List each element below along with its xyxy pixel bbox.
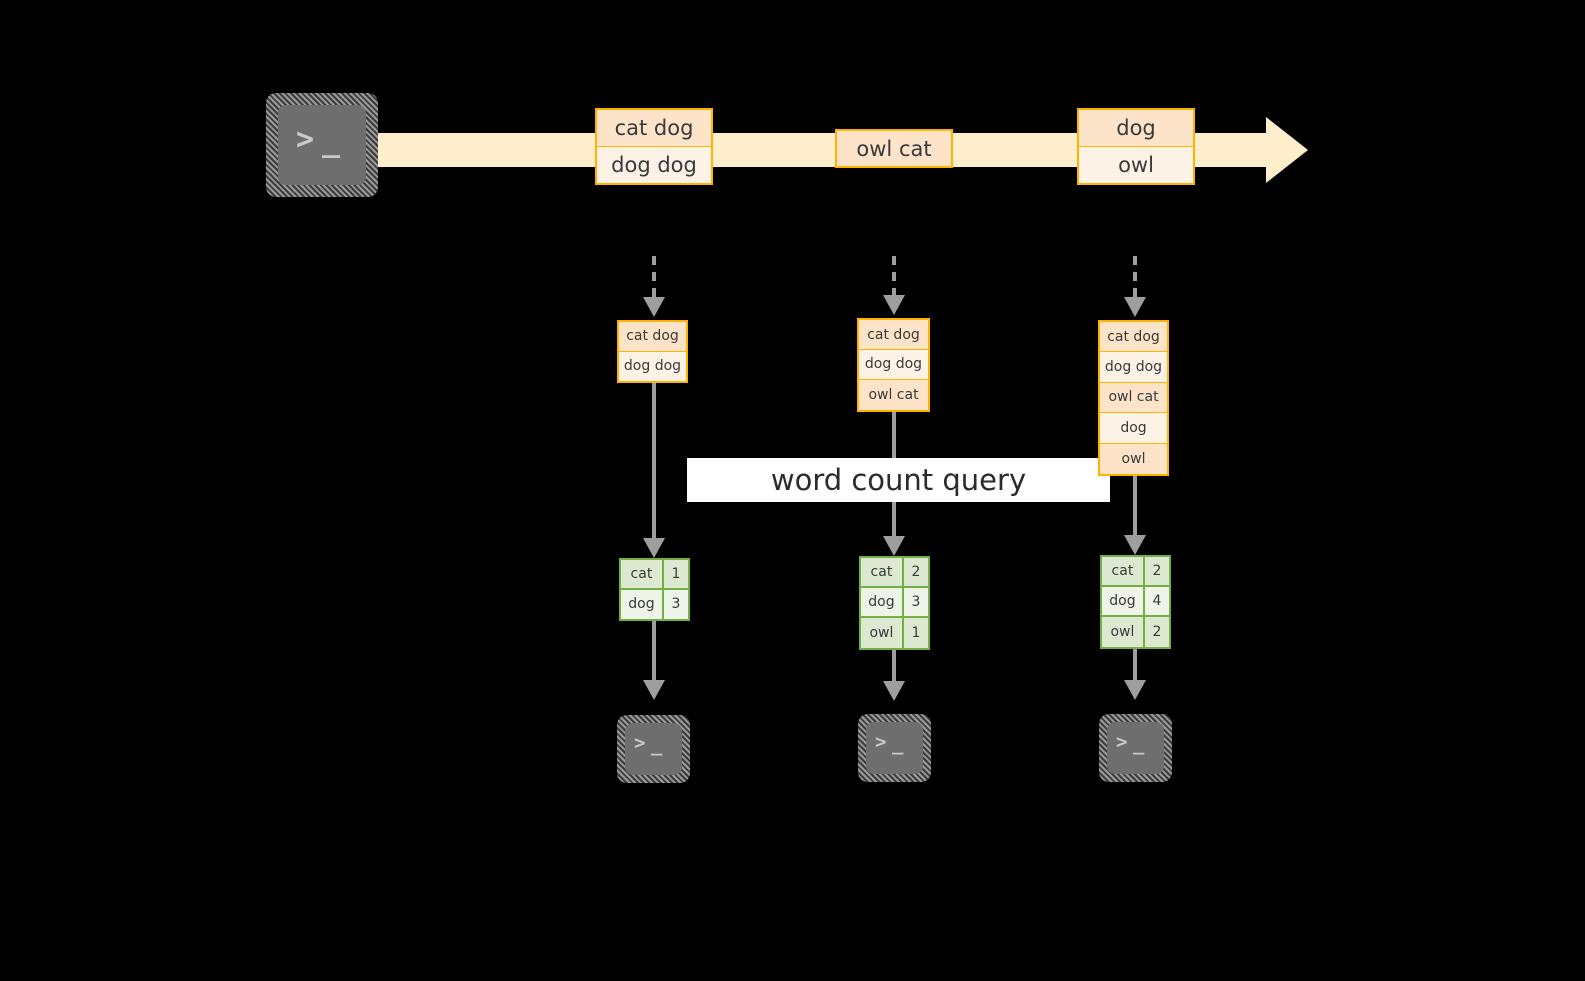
terminal-prompt-glyph: > [296, 122, 316, 157]
snapshot-line: owl cat [1100, 382, 1167, 414]
stream-record-line: cat dog [597, 110, 711, 147]
stream-record-line: dog [1079, 110, 1193, 147]
stream-group-2[interactable]: owl cat [835, 129, 953, 168]
stream-record-line: owl [1079, 146, 1193, 183]
source-terminal-icon[interactable]: > _ [266, 93, 378, 197]
terminal-cursor-glyph: _ [651, 734, 664, 756]
result-word-cell: owl [861, 617, 904, 648]
result-count-cell: 3 [663, 589, 688, 619]
snapshot-line: cat dog [1100, 322, 1167, 353]
query-connector-3 [1133, 474, 1137, 541]
snapshot-line: cat dog [619, 322, 686, 352]
sink-3-terminal-icon[interactable]: > _ [1099, 714, 1172, 782]
sink-connector-2 [892, 650, 896, 684]
snapshot-3-dashed-connector [1133, 256, 1137, 300]
query-connector-1-arrowhead [643, 538, 665, 558]
result-count-cell: 1 [663, 560, 688, 588]
query-connector-2-arrowhead [883, 536, 905, 556]
table-row: cat 2 [861, 558, 928, 588]
result-count-cell: 4 [1144, 587, 1169, 615]
table-row: owl 2 [1102, 616, 1169, 647]
stream-record-line: dog dog [597, 146, 711, 183]
sink-connector-1 [652, 621, 656, 683]
terminal-prompt-glyph: > [634, 732, 647, 754]
result-count-cell: 3 [903, 588, 928, 616]
result-word-cell: dog [1102, 587, 1145, 615]
query-connector-1 [652, 383, 656, 541]
table-row: dog 3 [621, 589, 688, 619]
stream-arrowhead [1266, 117, 1308, 183]
snapshot-1-dashed-arrowhead [643, 297, 665, 317]
result-word-cell: cat [1102, 557, 1145, 585]
stream-group-1[interactable]: cat dog dog dog [595, 108, 713, 185]
result-2-table[interactable]: cat 2 dog 3 owl 1 [859, 556, 930, 650]
terminal-face [866, 722, 923, 774]
table-row: dog 3 [861, 588, 928, 618]
result-word-cell: owl [1102, 616, 1145, 647]
stream-group-3[interactable]: dog owl [1077, 108, 1195, 185]
snapshot-line: owl [1100, 443, 1167, 474]
sink-connector-3-arrowhead [1124, 680, 1146, 700]
query-label-text: word count query [770, 463, 1027, 497]
snapshot-1-table[interactable]: cat dog dog dog [617, 320, 688, 383]
sink-connector-3 [1133, 649, 1137, 683]
result-word-cell: cat [861, 558, 904, 586]
sink-1-terminal-icon[interactable]: > _ [617, 715, 690, 783]
sink-2-terminal-icon[interactable]: > _ [858, 714, 931, 782]
result-1-table[interactable]: cat 1 dog 3 [619, 558, 690, 621]
terminal-cursor-glyph: _ [322, 124, 342, 159]
terminal-face [1107, 722, 1164, 774]
stream-record-line: owl cat [837, 131, 951, 166]
table-row: cat 2 [1102, 557, 1169, 587]
snapshot-2-table[interactable]: cat dog dog dog owl cat [857, 318, 930, 412]
table-row: cat 1 [621, 560, 688, 590]
sink-connector-1-arrowhead [643, 680, 665, 700]
result-count-cell: 2 [1144, 557, 1169, 585]
result-word-cell: cat [621, 560, 664, 588]
query-connector-3-arrowhead [1124, 535, 1146, 555]
table-row: dog 4 [1102, 587, 1169, 617]
snapshot-line: dog [1100, 413, 1167, 444]
snapshot-2-dashed-connector [892, 256, 896, 298]
result-count-cell: 2 [1144, 616, 1169, 647]
terminal-face [625, 723, 682, 775]
snapshot-line: dog dog [1100, 352, 1167, 383]
result-count-cell: 1 [903, 617, 928, 648]
terminal-face [278, 105, 366, 185]
result-count-cell: 2 [903, 558, 928, 586]
query-label-band: word count query [687, 458, 1110, 502]
result-3-table[interactable]: cat 2 dog 4 owl 2 [1100, 555, 1171, 649]
snapshot-line: dog dog [619, 351, 686, 381]
snapshot-line: cat dog [859, 320, 928, 350]
table-row: owl 1 [861, 617, 928, 648]
terminal-prompt-glyph: > [1116, 731, 1129, 753]
snapshot-line: owl cat [859, 379, 928, 410]
snapshot-line: dog dog [859, 350, 928, 380]
terminal-prompt-glyph: > [875, 731, 888, 753]
terminal-cursor-glyph: _ [892, 733, 905, 755]
snapshot-3-table[interactable]: cat dog dog dog owl cat dog owl [1098, 320, 1169, 476]
result-word-cell: dog [861, 588, 904, 616]
snapshot-2-dashed-arrowhead [883, 295, 905, 315]
terminal-cursor-glyph: _ [1133, 733, 1146, 755]
sink-connector-2-arrowhead [883, 681, 905, 701]
snapshot-1-dashed-connector [652, 256, 656, 300]
result-word-cell: dog [621, 589, 664, 619]
snapshot-3-dashed-arrowhead [1124, 297, 1146, 317]
